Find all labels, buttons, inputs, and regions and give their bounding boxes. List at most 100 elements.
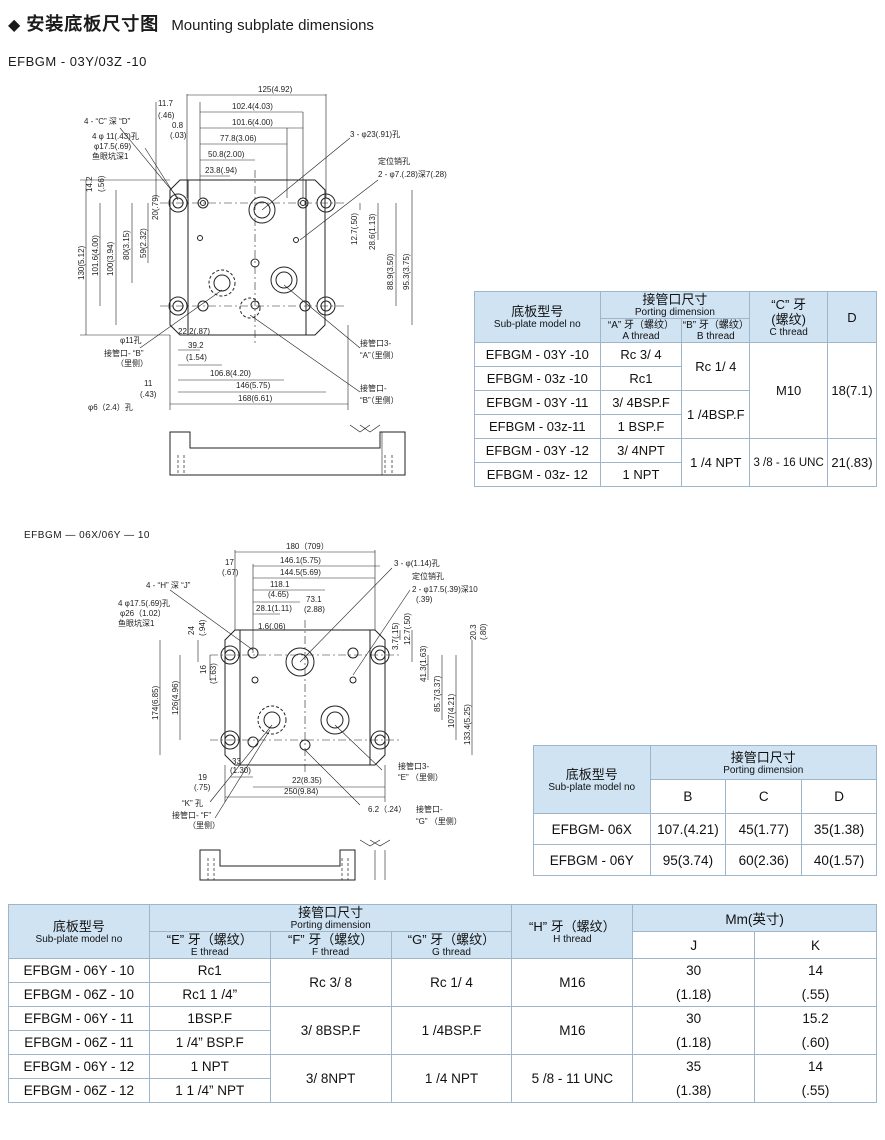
table-06-dimensions: 底板型号 Sub-plate model no 接管口尺寸 Porting di… [533,745,878,876]
dim-b-left-4: 16 [199,665,208,674]
t3-j-inch: (1.18) [632,1030,756,1055]
t1-header-c-thread: “C” 牙 (螺纹) C thread [749,291,828,343]
heading-zh: 安装底板尺寸图 [26,14,160,34]
t2-model: EFBGM - 06Y [533,844,651,876]
t3-header-porting: 接管口尺寸 Porting dimension [148,904,513,932]
note-a-11: “A”（里侧） [360,350,399,360]
t3-g: 1 /4BSP.F [390,1006,513,1055]
t1-model: EFBGM - 03Y -12 [474,438,601,463]
t3-model: EFBGM - 06Y - 11 [8,1006,150,1031]
t3-header-model: 底板型号 Sub-plate model no [8,904,150,959]
dim-b-top-10: (.67) [222,568,239,577]
t1-header-d: D [827,291,877,343]
note-a-5: 定位销孔 [378,156,410,166]
dim-b-top-8: 1.6(.06) [258,622,286,631]
t3-f: Rc 3/ 8 [269,958,392,1007]
note-a-7: φ11孔 [120,336,142,345]
t1-header-a-thread: “A” 牙（螺纹） A thread [599,318,683,343]
t2-header-b: B [649,779,727,814]
t3-header-mm: Mm(英寸) [632,904,877,932]
dim-a-left-6: 14.2 [85,176,94,192]
dim-a-left-0: 130(5.12) [77,245,86,280]
dim-b-top-0: 180（709） [286,542,329,551]
t2-c: 60(2.36) [725,844,803,876]
dim-b-top-4: (4.65) [268,590,289,599]
dim-b-top-3: 118.1 [270,580,290,589]
t3-e: 1 1 /4” NPT [148,1078,271,1103]
note-a-1: 4 φ 11(.43)孔 [92,132,139,141]
t3-header-h-thread: “H” 牙（螺纹） H thread [511,904,634,959]
dim-a-top-3: 77.8(3.06) [220,134,257,143]
note-a-10: 接管口3- [360,338,391,348]
table-row: EFBGM - 03z-11 1 BSP.F [474,414,877,439]
t3-header-j: J [632,931,756,959]
dim-a-bot-3: 106.8(4.20) [210,369,251,378]
dim-a-top-7: (.46) [158,111,175,120]
dim-b-top-9: 17 [225,558,234,567]
dim-b-bot-3: 250(9.84) [284,787,319,796]
t3-g: 1 /4 NPT [390,1054,513,1103]
dim-a-top-0: 125(4.92) [258,85,293,94]
table-row: EFBGM - 06Y - 10 Rc1 Rc 3/ 8 Rc 1/ 4 M16… [8,958,877,1007]
t3-j: 35 [632,1054,756,1079]
t3-h: M16 [511,958,634,1007]
dim-b-bot-6: 6.2（.24） [368,805,406,814]
dim-a-bot-0: 22.2(.87) [178,327,210,336]
dim-a-right-1: 28.6(1.13) [368,213,377,250]
t3-model: EFBGM - 06Z - 10 [8,982,150,1007]
t1-b: Rc 1/ 4 [681,342,751,391]
t3-e: Rc1 1 /4” [148,982,271,1007]
t3-k: 14 [754,1054,877,1079]
t3-k-inch: (.60) [754,1030,877,1055]
diamond-icon: ◆ [8,17,21,34]
heading-en: Mounting subplate dimensions [171,17,374,34]
t2-c: 45(1.77) [725,813,803,845]
note-a-13: “B”（里侧） [360,395,399,405]
dim-a-bot-1: 39.2 [188,341,204,350]
dim-b-top-6: (2.88) [304,605,325,614]
t3-k-inch: (.55) [754,1078,877,1103]
table-row: EFBGM - 03Y -12 3/ 4NPT 1 /4 NPT 3 /8 - … [474,438,877,487]
section-heading: ◆ 安装底板尺寸图 Mounting subplate dimensions [8,10,374,36]
t2-header-porting: 接管口尺寸 Porting dimension [649,745,878,780]
table-row: EFBGM - 06Z - 12 1 1 /4” NPT (1.38) (.55… [8,1078,877,1103]
t2-b: 107.(4.21) [649,813,727,845]
dim-a-top-6: 11.7 [158,99,174,108]
drawing-06-subplate: 180（709） 146.1(5.75) 144.5(5.69) 118.1 (… [118,542,488,881]
dim-b-right-6: 20.3 [469,624,478,640]
note-b-13: 接管口- [416,804,443,814]
t3-g: Rc 1/ 4 [390,958,513,1007]
note-a-6: 2 - φ7.(.28)深7(.28) [378,170,447,179]
dim-a-right-0: 12.7(.50) [350,213,359,245]
dim-b-bot-1: (1.30) [230,766,251,775]
note-a-12: 接管口- [360,383,387,393]
dim-b-left-2: 24 [187,626,196,635]
note-b-9: “E” （里侧） [398,772,443,782]
t1-b: 1 /4BSP.F [681,390,751,439]
t1-model: EFBGM - 03z -10 [474,366,601,391]
t1-a: 1 BSP.F [599,414,683,439]
t3-k: 15.2 [754,1006,877,1031]
note-a-3: 鱼眼坑深1 [92,151,129,161]
note-a-9: （里侧） [116,358,148,368]
t1-model: EFBGM - 03z- 12 [474,462,601,487]
t1-a: 1 NPT [599,462,683,487]
dim-a-top-9: (.03) [170,131,187,140]
note-a-8: 接管口- “B” [104,348,144,358]
dim-a-left-2: 100(3.94) [106,241,115,276]
dim-a-left-5: 20(.79) [151,194,160,220]
t3-f: 3/ 8NPT [269,1054,392,1103]
dim-a-top-8: 0.8 [172,121,184,130]
dim-a-left-4: 59(2.32) [139,228,148,258]
note-a-0: 4 - “C” 深 “D” [84,117,131,126]
dim-a-top-1: 102.4(4.03) [232,102,273,111]
dim-b-right-2: 41.3(1.63) [419,645,428,682]
note-a-14: φ6（2.4）孔 [88,403,133,412]
t3-j-inch: (1.18) [632,982,756,1007]
t3-h: 5 /8 - 11 UNC [511,1054,634,1103]
dim-a-left-1: 101.6(4.00) [91,235,100,276]
table-row: EFBGM - 06Z - 10 Rc1 1 /4” (1.18) (.55) [8,982,877,1007]
t2-header-d: D [801,779,877,814]
dim-a-right-2: 88.9(3.50) [386,253,395,290]
t1-a: Rc 3/ 4 [599,342,683,367]
